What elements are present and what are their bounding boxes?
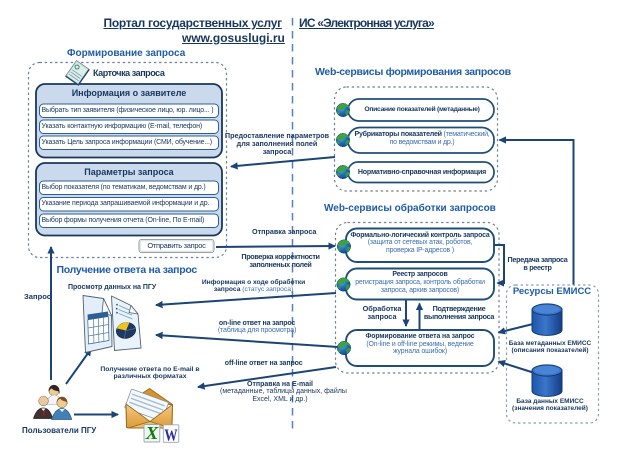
svg-text:X: X: [145, 423, 159, 444]
svg-text:W: W: [164, 426, 177, 445]
